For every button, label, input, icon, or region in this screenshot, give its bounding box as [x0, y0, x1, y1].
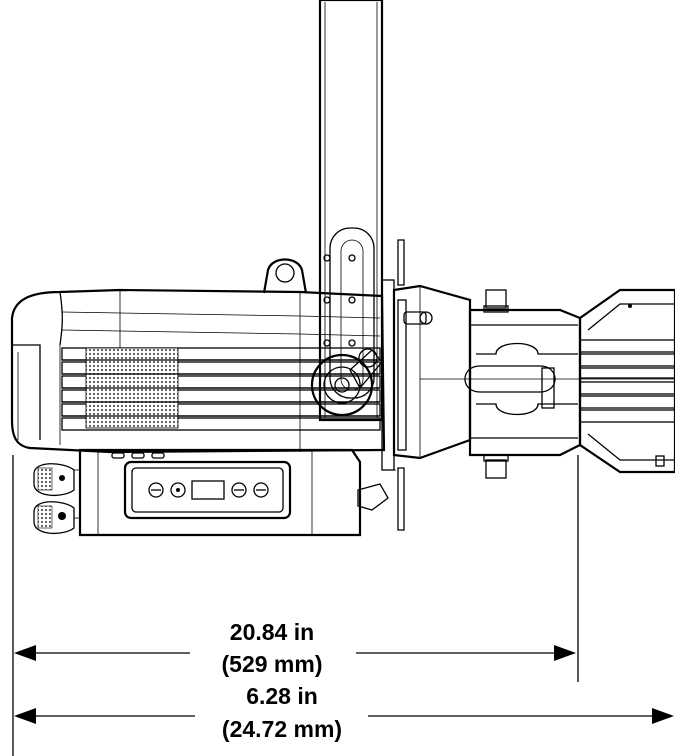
- inner-dimension-value: 20.84 in: [230, 619, 314, 645]
- arrow-right-icon: [554, 645, 576, 661]
- dimension-extension-lines: [12, 455, 579, 756]
- arrow-left-icon: [14, 645, 36, 661]
- menu-button-icon: [148, 482, 164, 498]
- inner-dimension-metric: (529 mm): [222, 651, 323, 677]
- inner-dimension: 20.84 in (529 mm): [14, 619, 576, 677]
- up-button-icon: [170, 482, 186, 498]
- fixture-body: [10, 258, 386, 454]
- outer-dimension-metric: (24.72 mm): [222, 716, 342, 742]
- yoke-pivot: [310, 348, 383, 417]
- lens-barrel: [420, 289, 675, 479]
- down-button-icon: [231, 482, 247, 498]
- arrow-right-icon: [652, 708, 674, 724]
- outer-dimension-value: 6.28 in: [246, 683, 318, 709]
- front-ring: [357, 239, 472, 531]
- outer-dimension: 6.28 in (24.72 mm): [14, 683, 674, 742]
- fixture-side-view: [10, 0, 675, 537]
- connectors: [33, 463, 80, 534]
- enter-button-icon: [253, 482, 269, 498]
- control-panel: [78, 448, 362, 537]
- lens-front-assembly: [578, 288, 675, 474]
- cooling-fins: [61, 347, 381, 431]
- arrow-left-icon: [14, 708, 36, 724]
- display-screen: [191, 480, 225, 500]
